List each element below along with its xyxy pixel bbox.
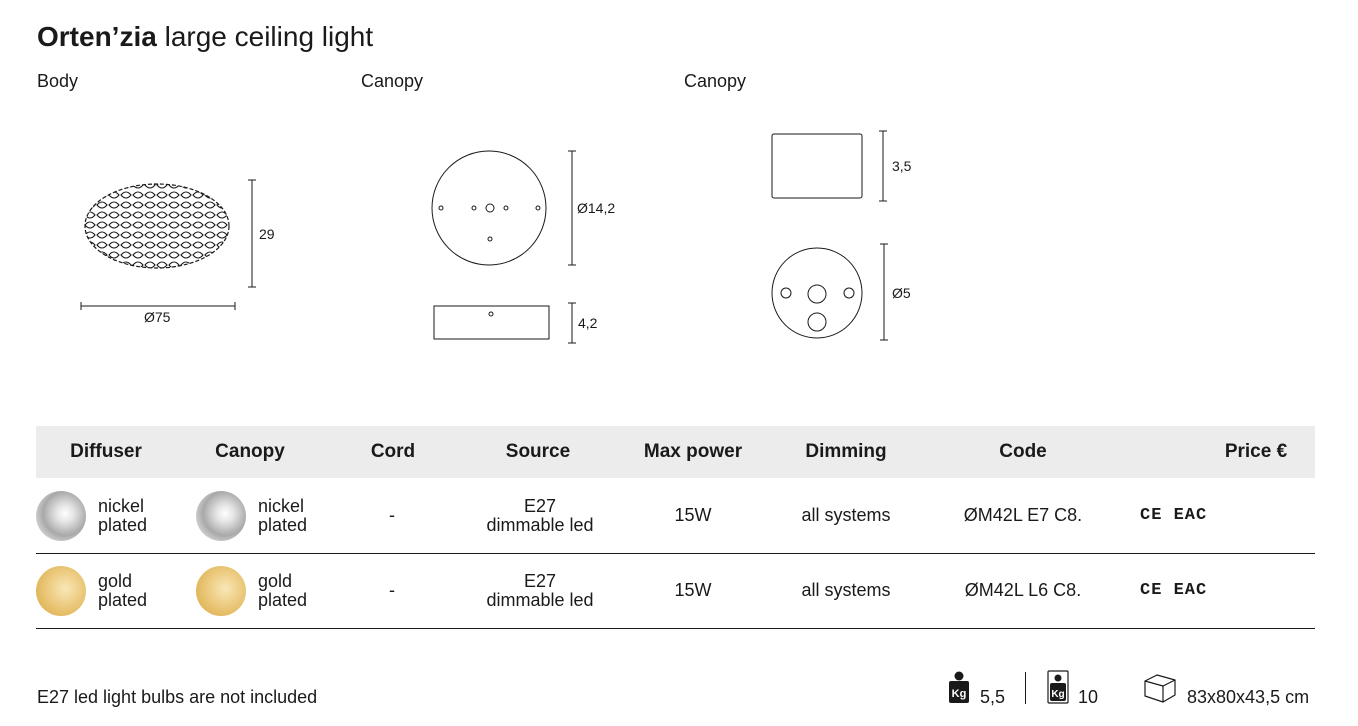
canopy-cell: nickel plated (196, 478, 346, 553)
body-height-label: 29 (259, 226, 275, 242)
gold-swatch (36, 565, 86, 616)
small-canopy-top-view (771, 247, 863, 339)
bulb-note: E27 led light bulbs are not included (37, 687, 318, 707)
net-weight-icon: Kg (949, 671, 969, 703)
technical-drawings: 29 Ø75 Ø14,2 4,2 3,5 (80, 130, 912, 344)
nickel-swatch (36, 490, 86, 541)
header-source: Source (505, 441, 571, 462)
canopy-height-label: 4,2 (578, 315, 598, 331)
svg-text:Kg: Kg (952, 688, 967, 700)
header-diffuser: Diffuser (70, 441, 142, 462)
package-box-icon (1144, 674, 1176, 703)
header-max-power: Max power (643, 441, 743, 462)
header-canopy: Canopy (215, 441, 285, 462)
canopy-diameter-dimension (568, 150, 576, 266)
header-code: Code (999, 441, 1047, 462)
body-diameter-label: Ø75 (144, 309, 171, 325)
diffuser-cell: nickel plated (36, 478, 186, 553)
small-canopy-diameter-label: Ø5 (892, 285, 911, 301)
nickel-swatch (196, 490, 246, 541)
cord-cell: - (389, 580, 395, 600)
package-size-value: 83x80x43,5 cm (1187, 687, 1310, 707)
footer-divider (1025, 672, 1026, 704)
cord-cell: - (389, 505, 395, 525)
product-subtitle: large ceiling light (164, 21, 374, 52)
header-cord: Cord (370, 441, 416, 462)
page-title: Orten’zia large ceiling light (37, 20, 373, 54)
code-cell: ØM42L E7 C8. (963, 505, 1083, 525)
net-weight-value: 5,5 (980, 687, 1006, 707)
dimming-cell: all systems (801, 580, 891, 600)
body-diameter-dimension (80, 302, 236, 310)
small-canopy-height-dimension (879, 130, 887, 202)
certification-cell: CE EAC (1140, 478, 1220, 553)
lamp-body-drawing (84, 183, 230, 269)
canopy-cell: gold plated (196, 553, 346, 628)
section-label-canopy: Canopy (361, 71, 424, 91)
diffuser-finish: gold plated (98, 570, 148, 610)
code-cell: ØM42L L6 C8. (964, 580, 1082, 600)
max-power-cell: 15W (674, 505, 712, 525)
canopy-diameter-label: Ø14,2 (577, 200, 615, 216)
gross-weight-icon: Kg (1047, 670, 1069, 704)
small-canopy-side-view (771, 133, 863, 199)
canopy-finish: nickel plated (258, 495, 308, 535)
small-canopy-diameter-dimension (880, 243, 888, 341)
section-label-canopy-small: Canopy (684, 71, 747, 91)
max-power-cell: 15W (674, 580, 712, 600)
header-price: Price € (1224, 441, 1288, 462)
canopy-height-dimension (568, 302, 576, 344)
canopy-side-view (433, 305, 550, 340)
product-name: Orten’zia (37, 21, 157, 52)
ce-eac-mark: CE EAC (1140, 506, 1208, 525)
header-dimming: Dimming (805, 441, 887, 462)
svg-text:Kg: Kg (1051, 689, 1064, 700)
small-canopy-height-label: 3,5 (892, 158, 912, 174)
spec-table: Diffuser Canopy Cord Source Max power Di… (36, 426, 1315, 629)
dimming-cell: all systems (801, 505, 891, 525)
ce-eac-mark: CE EAC (1140, 581, 1208, 600)
canopy-top-view (431, 150, 547, 266)
body-height-dimension (248, 179, 256, 288)
gold-swatch (196, 565, 246, 616)
diffuser-finish: nickel plated (98, 495, 148, 535)
certification-cell: CE EAC (1140, 553, 1220, 628)
table-header: Diffuser Canopy Cord Source Max power Di… (36, 426, 1315, 478)
canopy-finish: gold plated (258, 570, 308, 610)
diffuser-cell: gold plated (36, 553, 186, 628)
gross-weight-value: 10 (1078, 687, 1099, 707)
section-label-body: Body (37, 71, 79, 91)
